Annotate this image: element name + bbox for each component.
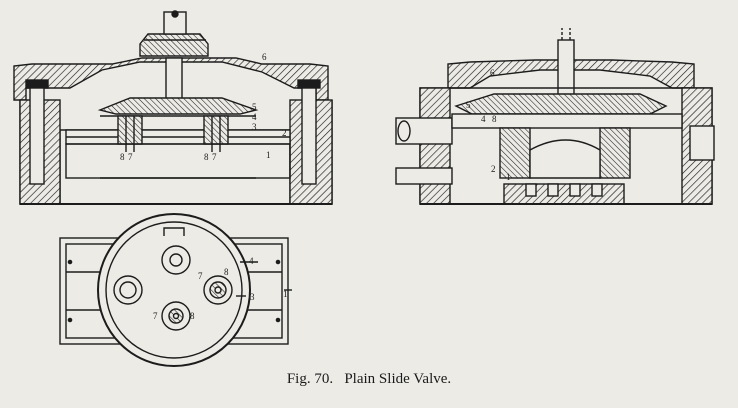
callout-left-5: 5 [252,102,257,112]
callouts-plan: 4 7 8 3 1 7 8 [153,256,288,321]
callout-plan-8b: 8 [190,311,195,321]
figure-title: Plain Slide Valve. [344,371,452,387]
plan-outer-ring [97,213,251,367]
boss-left [113,275,143,305]
right-base [503,183,625,205]
valve-stem [165,57,183,101]
callout-left-8a: 8 [120,152,125,162]
right-seat [451,113,683,129]
right-disc [454,93,668,115]
right-body-left-wall [419,87,451,205]
right-sectional-view [395,28,715,205]
callout-left-4: 4 [252,112,257,122]
plan-view [59,213,292,367]
callout-right-5: 5 [466,100,471,110]
callouts-left: 6 5 4 3 2 1 8 7 8 7 [120,52,287,162]
callout-right-8: 8 [492,114,497,124]
port-left [117,115,143,145]
callout-plan-4: 4 [249,256,254,266]
left-sectional-view [13,10,333,205]
callout-left-6: 6 [262,52,267,62]
callouts-right: 6 5 4 8 2 1 [466,68,511,182]
callout-plan-1: 1 [283,289,288,299]
right-side-block [689,125,715,161]
lower-bore [65,143,291,179]
plan-inner-ring [105,221,243,359]
outlet-pipe [395,167,453,185]
boss-top [161,245,191,275]
figure-caption: Fig. 70. Plain Slide Valve. [0,371,738,388]
callout-left-7a: 7 [128,152,133,162]
callout-left-8b: 8 [204,152,209,162]
callout-right-4: 4 [481,114,486,124]
caption-gap [333,371,344,387]
callout-plan-3: 3 [250,292,255,302]
right-port-left [499,127,531,179]
figure-number: Fig. 70. [286,371,334,387]
callout-right-6: 6 [490,68,495,78]
right-chamber [529,139,601,179]
callout-right-1: 1 [506,172,511,182]
callout-plan-8a: 8 [224,267,229,277]
callout-right-2: 2 [491,164,496,174]
bolt-head-right [297,79,321,89]
callout-left-2: 2 [282,128,287,138]
callout-left-3: 3 [252,122,257,132]
bolt-head-left [25,79,49,89]
top-nut [139,33,209,57]
bolt-right [301,83,317,185]
port-right [203,115,229,145]
callout-plan-7b: 7 [153,311,158,321]
right-port-right [599,127,631,179]
callout-plan-7a: 7 [198,271,203,281]
callout-left-1: 1 [266,150,271,160]
callout-left-7b: 7 [212,152,217,162]
valve-disc [97,97,259,115]
cap-hole [171,10,179,18]
bolt-left [29,83,45,185]
